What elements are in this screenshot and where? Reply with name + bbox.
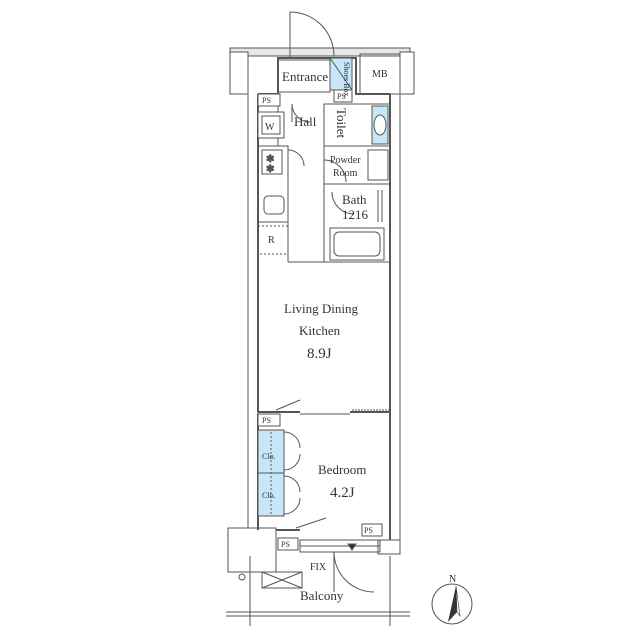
closets bbox=[257, 429, 301, 517]
ldk-label-2: Kitchen bbox=[299, 323, 341, 338]
bedroom-label: Bedroom bbox=[318, 462, 366, 477]
balcony-area bbox=[226, 556, 410, 626]
powder-bath-area bbox=[323, 145, 391, 263]
compass-north-label: N bbox=[449, 574, 456, 585]
powder-room-label-2: Room bbox=[333, 168, 358, 179]
compass: N bbox=[431, 574, 473, 625]
ldk-label-1: Living Dining bbox=[284, 301, 359, 316]
kitchen-counter: ✻ ✻ bbox=[257, 145, 305, 255]
fix-label: FIX bbox=[310, 562, 327, 573]
bath-size-label: 1216 bbox=[342, 207, 369, 222]
entrance-area bbox=[258, 11, 401, 147]
compass-arrow-icon bbox=[448, 586, 457, 622]
entrance-label: Entrance bbox=[282, 69, 328, 84]
ps-label-4: PS bbox=[281, 540, 290, 549]
powder-room-label-1: Powder bbox=[330, 155, 361, 166]
ps-label-3: PS bbox=[262, 416, 271, 425]
bedroom-size-label: 4.2J bbox=[330, 485, 355, 501]
ps-label-5: PS bbox=[364, 526, 373, 535]
toilet-room bbox=[323, 103, 391, 147]
ps-label-2: PS bbox=[262, 96, 271, 105]
hall-label: Hall bbox=[294, 114, 317, 129]
balcony-label: Balcony bbox=[300, 588, 344, 603]
toilet-label: Toilet bbox=[334, 108, 349, 139]
pipe-spaces bbox=[257, 89, 383, 551]
shoes-box-label: Shoes Box bbox=[342, 62, 351, 96]
svg-text:✻: ✻ bbox=[266, 154, 274, 165]
ldk-area bbox=[275, 146, 390, 415]
bedroom-fixtures bbox=[295, 517, 381, 593]
ps-label-1: PS bbox=[337, 92, 346, 101]
refrigerator-label: R bbox=[268, 235, 275, 246]
washer-space bbox=[257, 111, 285, 139]
ldk-size-label: 8.9J bbox=[307, 346, 332, 362]
bath-label: Bath bbox=[342, 192, 367, 207]
closet-label-2: Clo. bbox=[262, 491, 276, 500]
svg-text:✻: ✻ bbox=[266, 164, 274, 175]
closet-label-1: Clo. bbox=[262, 452, 276, 461]
mb-label: MB bbox=[372, 69, 388, 80]
washer-label: W bbox=[265, 122, 275, 133]
